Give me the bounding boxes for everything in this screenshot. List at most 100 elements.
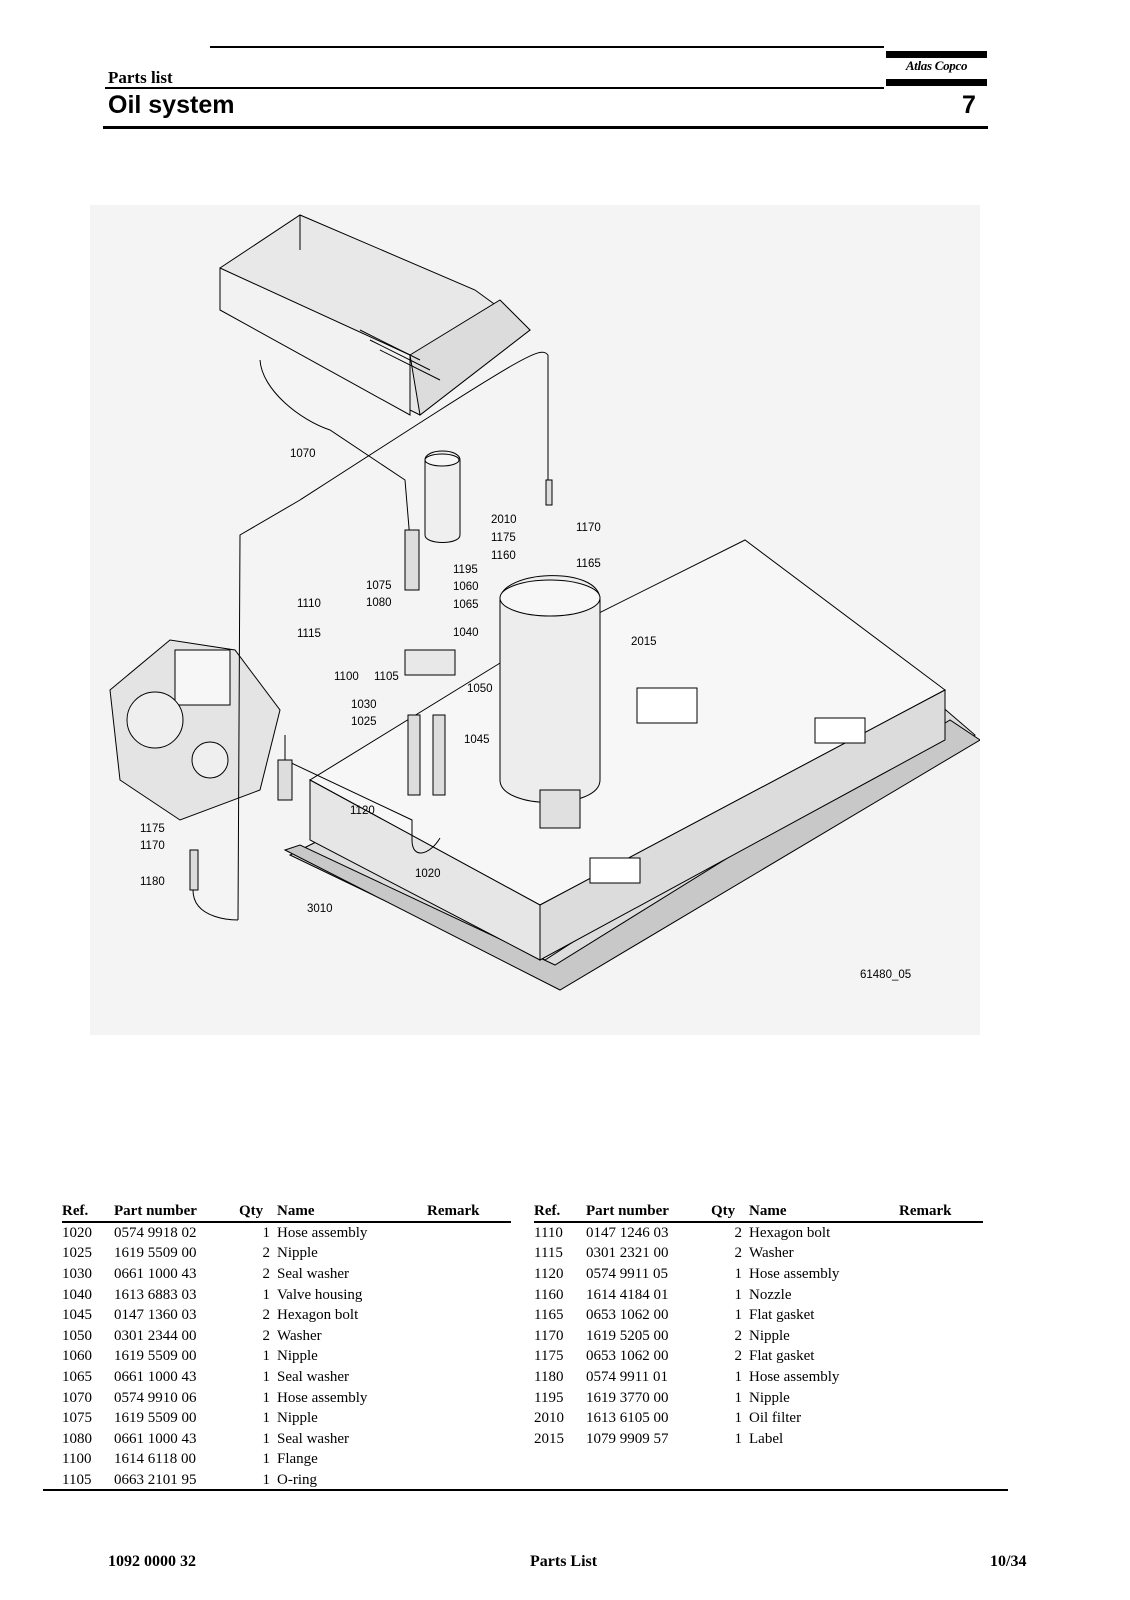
part-number-cell: 1619 5205 00 bbox=[586, 1327, 669, 1344]
qty-cell: 2 bbox=[262, 1327, 271, 1344]
remark-cell bbox=[427, 1347, 511, 1368]
name-cell: Hose assembly bbox=[749, 1265, 840, 1282]
col-remark-header: Remark bbox=[427, 1201, 511, 1223]
qty-cell: 2 bbox=[262, 1265, 271, 1282]
col-ref-header: Ref. bbox=[534, 1201, 586, 1223]
chapter-number: 7 bbox=[962, 91, 976, 119]
base-frame-icon bbox=[283, 539, 980, 991]
callout-label: 1100 bbox=[334, 671, 359, 683]
ref-cell: 1080 bbox=[62, 1430, 92, 1447]
part-number-cell: 1619 5509 00 bbox=[114, 1348, 197, 1365]
brand-logo: Atlas Copco bbox=[886, 51, 987, 87]
remark-cell bbox=[899, 1388, 983, 1409]
parts-table-left: Ref. Part number Qty Name Remark 1020 057… bbox=[62, 1201, 511, 1491]
header-top-rule bbox=[210, 46, 884, 48]
name-cell: Flat gasket bbox=[749, 1307, 815, 1324]
oil-cooler-icon bbox=[219, 214, 531, 416]
remark-cell bbox=[427, 1367, 511, 1388]
part-number-cell: 0574 9911 05 bbox=[586, 1265, 668, 1282]
name-cell: Hose assembly bbox=[277, 1224, 368, 1241]
ref-cell: 1045 bbox=[62, 1307, 92, 1324]
name-cell: Flat gasket bbox=[749, 1348, 815, 1365]
callout-label: 1180 bbox=[140, 876, 165, 888]
part-number-cell: 0661 1000 43 bbox=[114, 1265, 197, 1282]
remark-cell bbox=[427, 1450, 511, 1471]
name-cell: Washer bbox=[749, 1245, 794, 1262]
ref-cell: 2010 bbox=[534, 1410, 564, 1427]
table-header-row: Ref. Part number Qty Name Remark bbox=[62, 1201, 511, 1223]
header-mid-rule bbox=[105, 87, 884, 89]
compressor-element-icon bbox=[109, 639, 281, 821]
callout-label: 1175 bbox=[491, 532, 516, 544]
part-number-cell: 0147 1246 03 bbox=[586, 1224, 669, 1241]
ref-cell: 1070 bbox=[62, 1389, 92, 1406]
remark-cell bbox=[427, 1388, 511, 1409]
oil-system-exploded-diagram: 1070 2010 1170 1175 1160 1165 1195 1075 … bbox=[90, 205, 980, 1035]
name-cell: Hose assembly bbox=[277, 1389, 368, 1406]
part-number-cell: 0574 9910 06 bbox=[114, 1389, 197, 1406]
ref-cell: 1060 bbox=[62, 1348, 92, 1365]
ref-cell: 2015 bbox=[534, 1430, 564, 1447]
qty-cell: 1 bbox=[734, 1307, 743, 1324]
part-number-cell: 0301 2344 00 bbox=[114, 1327, 197, 1344]
callout-label: 1105 bbox=[374, 671, 399, 683]
oil-separator-vessel-icon bbox=[499, 575, 698, 829]
name-cell: Hexagon bolt bbox=[277, 1307, 359, 1324]
ref-cell: 1100 bbox=[62, 1451, 92, 1468]
callout-label: 1110 bbox=[297, 598, 321, 610]
remark-cell bbox=[899, 1244, 983, 1265]
ref-cell: 1075 bbox=[62, 1410, 92, 1427]
ref-cell: 1025 bbox=[62, 1245, 92, 1262]
callout-label: 1120 bbox=[350, 805, 375, 817]
remark-cell bbox=[427, 1285, 511, 1306]
remark-cell bbox=[899, 1222, 983, 1244]
qty-cell: 1 bbox=[734, 1368, 743, 1385]
part-number-cell: 0661 1000 43 bbox=[114, 1368, 197, 1385]
remark-cell bbox=[427, 1326, 511, 1347]
hose-1180-line bbox=[192, 889, 239, 921]
part-number-cell: 1619 3770 00 bbox=[586, 1389, 669, 1406]
name-cell: Valve housing bbox=[277, 1286, 363, 1303]
ref-cell: 1020 bbox=[62, 1224, 92, 1241]
callout-label: 2015 bbox=[631, 636, 657, 648]
valve-housing-icon bbox=[404, 649, 456, 676]
name-cell: Flange bbox=[277, 1451, 318, 1468]
callout-label: 1060 bbox=[453, 581, 479, 593]
callout-label: 1030 bbox=[351, 699, 377, 711]
callout-label: 1170 bbox=[140, 840, 165, 852]
ref-cell: 1170 bbox=[534, 1327, 564, 1344]
footer-page-number: 10/34 bbox=[990, 1553, 1027, 1570]
callout-label: 1195 bbox=[453, 564, 478, 576]
col-part-number-header: Part number bbox=[586, 1201, 711, 1223]
callout-label: 1175 bbox=[140, 823, 165, 835]
qty-cell: 1 bbox=[734, 1286, 743, 1303]
col-qty-header: Qty bbox=[239, 1201, 277, 1223]
ref-cell: 1165 bbox=[534, 1307, 564, 1324]
ref-cell: 1110 bbox=[534, 1224, 563, 1241]
qty-cell: 1 bbox=[262, 1471, 271, 1488]
remark-cell bbox=[899, 1326, 983, 1347]
ref-cell: 1040 bbox=[62, 1286, 92, 1303]
name-cell: Nozzle bbox=[749, 1286, 792, 1303]
qty-cell: 1 bbox=[262, 1410, 271, 1427]
qty-cell: 2 bbox=[734, 1224, 743, 1241]
callout-labels: 1070 2010 1170 1175 1160 1165 1195 1075 … bbox=[140, 448, 911, 981]
col-remark-header: Remark bbox=[899, 1201, 983, 1223]
part-number-cell: 1613 6105 00 bbox=[586, 1410, 669, 1427]
part-number-cell: 1619 5509 00 bbox=[114, 1245, 197, 1262]
callout-label: 1065 bbox=[453, 599, 479, 611]
section-label: Parts list bbox=[108, 68, 173, 87]
hose-1020-line bbox=[284, 735, 441, 854]
remark-cell bbox=[427, 1470, 511, 1491]
callout-label: 1170 bbox=[576, 522, 601, 534]
